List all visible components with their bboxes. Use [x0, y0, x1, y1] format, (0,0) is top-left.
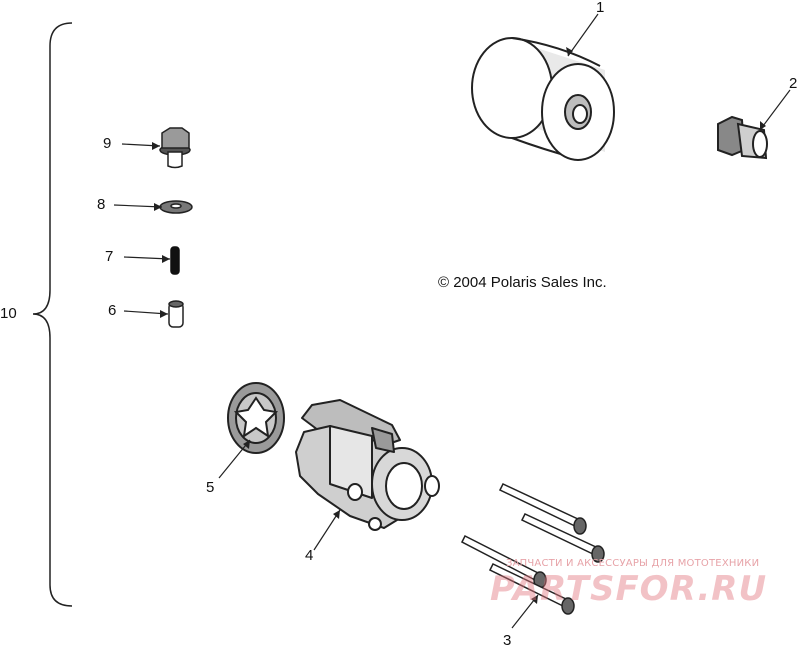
part-7-pin	[170, 246, 180, 275]
leader-lines	[113, 13, 791, 629]
part-1-drum	[471, 37, 615, 161]
callout-4: 4	[305, 547, 314, 564]
part-9-flange-bolt	[159, 127, 191, 169]
leader-4	[313, 509, 341, 551]
part-3-screws	[460, 483, 605, 615]
part-8-washer	[159, 200, 193, 214]
part-2-fitting	[717, 115, 768, 160]
callout-8: 8	[97, 196, 106, 213]
watermark-brand: PARTSFOR.RU	[490, 569, 768, 609]
assembly-brace	[32, 22, 73, 607]
leader-1	[567, 13, 599, 57]
watermark-tagline: ЗАПЧАСТИ И АКСЕССУАРЫ ДЛЯ МОТОТЕХНИКИ	[506, 558, 760, 569]
part-4-housing	[295, 399, 440, 531]
callout-2: 2	[789, 75, 798, 92]
callout-10: 10	[0, 305, 17, 322]
callout-5: 5	[206, 479, 215, 496]
leader-5	[218, 439, 251, 479]
callout-9: 9	[103, 135, 112, 152]
callout-7: 7	[105, 248, 114, 265]
leader-2	[759, 89, 791, 131]
callout-3: 3	[503, 632, 512, 649]
part-5-rotor	[227, 382, 285, 454]
copyright-notice: © 2004 Polaris Sales Inc.	[438, 274, 607, 291]
leader-arrows	[152, 47, 766, 604]
callout-6: 6	[108, 302, 117, 319]
callout-1: 1	[596, 0, 605, 16]
part-6-sleeve	[168, 300, 184, 328]
